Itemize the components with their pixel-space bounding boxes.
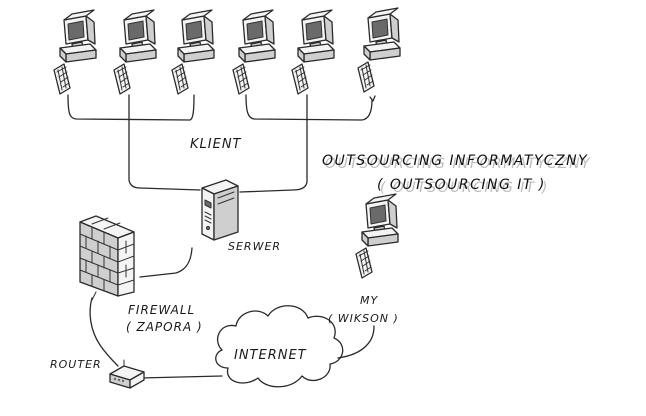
workstation-icon — [171, 9, 215, 95]
klient-label: KLIENT — [190, 137, 242, 152]
workstation-icon — [53, 9, 97, 95]
title-line1: OUTSOURCING INFORMATYCZNY — [322, 153, 588, 169]
title-shadow-line2: ( OUTSOURCING IT ) — [380, 180, 549, 196]
my-label: MY — [360, 294, 378, 307]
workstation-icon — [232, 9, 276, 95]
my-sublabel: ( WIKSON ) — [328, 312, 399, 325]
server-icon — [201, 179, 239, 241]
workstation-icon — [357, 7, 401, 93]
firewall-label: FIREWALL — [128, 303, 195, 317]
workstation-icon — [291, 9, 335, 95]
firewall-sublabel: ( ZAPORA ) — [126, 320, 203, 334]
router-label: ROUTER — [50, 358, 102, 371]
internet-cloud — [215, 305, 344, 388]
connection-lines — [67, 94, 376, 379]
title-shadow-line1: OUTSOURCING INFORMATYCZNY — [325, 156, 591, 172]
title-line2: ( OUTSOURCING IT ) — [377, 177, 546, 193]
my-workstation-icon — [355, 193, 399, 279]
internet-label: INTERNET — [234, 348, 307, 363]
workstation-icon — [113, 9, 157, 95]
router-icon — [109, 359, 145, 389]
firewall-icon — [79, 215, 135, 297]
serwer-label: SERWER — [228, 240, 281, 253]
client-workstations — [53, 7, 401, 95]
